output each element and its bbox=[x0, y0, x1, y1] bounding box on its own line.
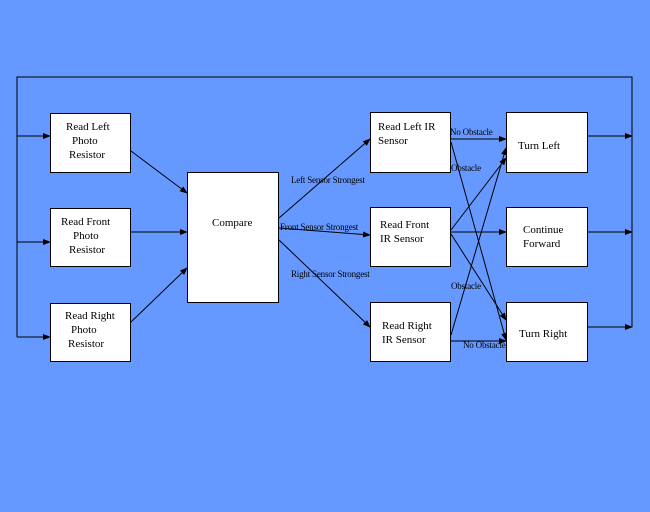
read-left-ir-sensor-box: Read Left IR Sensor bbox=[370, 112, 451, 173]
read-front-photo-line-2: Photo bbox=[73, 230, 99, 242]
compare-box: Compare bbox=[187, 172, 279, 303]
compare-label: Compare bbox=[212, 217, 253, 229]
compare-to-left-ir-arrow bbox=[278, 138, 371, 219]
turn-left-label: Turn Left bbox=[518, 140, 561, 152]
read-front-photo-resistor-box: Read Front Photo Resistor bbox=[50, 208, 131, 267]
turn-right-label: Turn Right bbox=[519, 328, 568, 340]
read-right-photo-line-2: Photo bbox=[71, 324, 97, 336]
compare-to-right-ir-arrow bbox=[278, 239, 371, 328]
right-ir-obstacle-label: Obstacle bbox=[451, 281, 481, 291]
right-photo-to-compare-arrow bbox=[130, 267, 188, 323]
continue-forward-box: Continue Forward bbox=[506, 207, 588, 267]
read-front-photo-line-1: Read Front bbox=[61, 216, 111, 228]
read-front-ir-sensor-box: Read Front IR Sensor bbox=[370, 207, 451, 267]
read-right-photo-resistor-box: Read Right Photo Resistor bbox=[50, 303, 131, 362]
front-sensor-strongest-label: Front Sensor Strongest bbox=[280, 222, 359, 232]
turn-left-box: Turn Left bbox=[506, 112, 588, 173]
left-photo-to-compare-arrow bbox=[130, 150, 188, 194]
read-left-photo-line-3: Resistor bbox=[69, 149, 106, 161]
read-right-photo-line-1: Read Right bbox=[65, 310, 115, 322]
read-front-ir-line-1: Read Front bbox=[380, 219, 430, 231]
read-front-ir-line-2: IR Sensor bbox=[380, 233, 424, 245]
continue-forward-line-2: Forward bbox=[523, 238, 561, 250]
read-left-photo-resistor-box: Read Left Photo Resistor bbox=[50, 113, 131, 173]
compare-to-front-ir-arrow bbox=[278, 227, 371, 238]
read-left-ir-line-1: Read Left IR bbox=[378, 121, 436, 133]
continue-forward-line-1: Continue bbox=[523, 224, 564, 236]
front-ir-to-turn-left-arrow bbox=[450, 157, 507, 231]
left-ir-no-obstacle-label: No Obstacle bbox=[450, 127, 493, 137]
front-ir-to-turn-right-arrow bbox=[450, 233, 507, 321]
right-ir-to-turn-left-arrow bbox=[450, 147, 507, 336]
read-left-photo-line-1: Read Left bbox=[66, 121, 110, 133]
turn-right-box: Turn Right bbox=[506, 302, 588, 362]
read-right-ir-line-2: IR Sensor bbox=[382, 334, 426, 346]
read-front-photo-line-3: Resistor bbox=[69, 244, 106, 256]
read-left-ir-line-2: Sensor bbox=[378, 135, 408, 147]
read-right-ir-line-1: Read Right bbox=[382, 320, 432, 332]
read-left-photo-line-2: Photo bbox=[72, 135, 98, 147]
loop-line bbox=[16, 76, 633, 337]
left-sensor-strongest-label: Left Sensor Strongest bbox=[291, 175, 365, 185]
left-ir-obstacle-label: Obstacle bbox=[451, 163, 481, 173]
right-ir-no-obstacle-label: No Obstacle bbox=[463, 340, 506, 350]
read-right-ir-sensor-box: Read Right IR Sensor bbox=[370, 302, 451, 362]
read-right-photo-line-3: Resistor bbox=[68, 338, 105, 350]
right-sensor-strongest-label: Right Sensor Strongest bbox=[291, 269, 370, 279]
